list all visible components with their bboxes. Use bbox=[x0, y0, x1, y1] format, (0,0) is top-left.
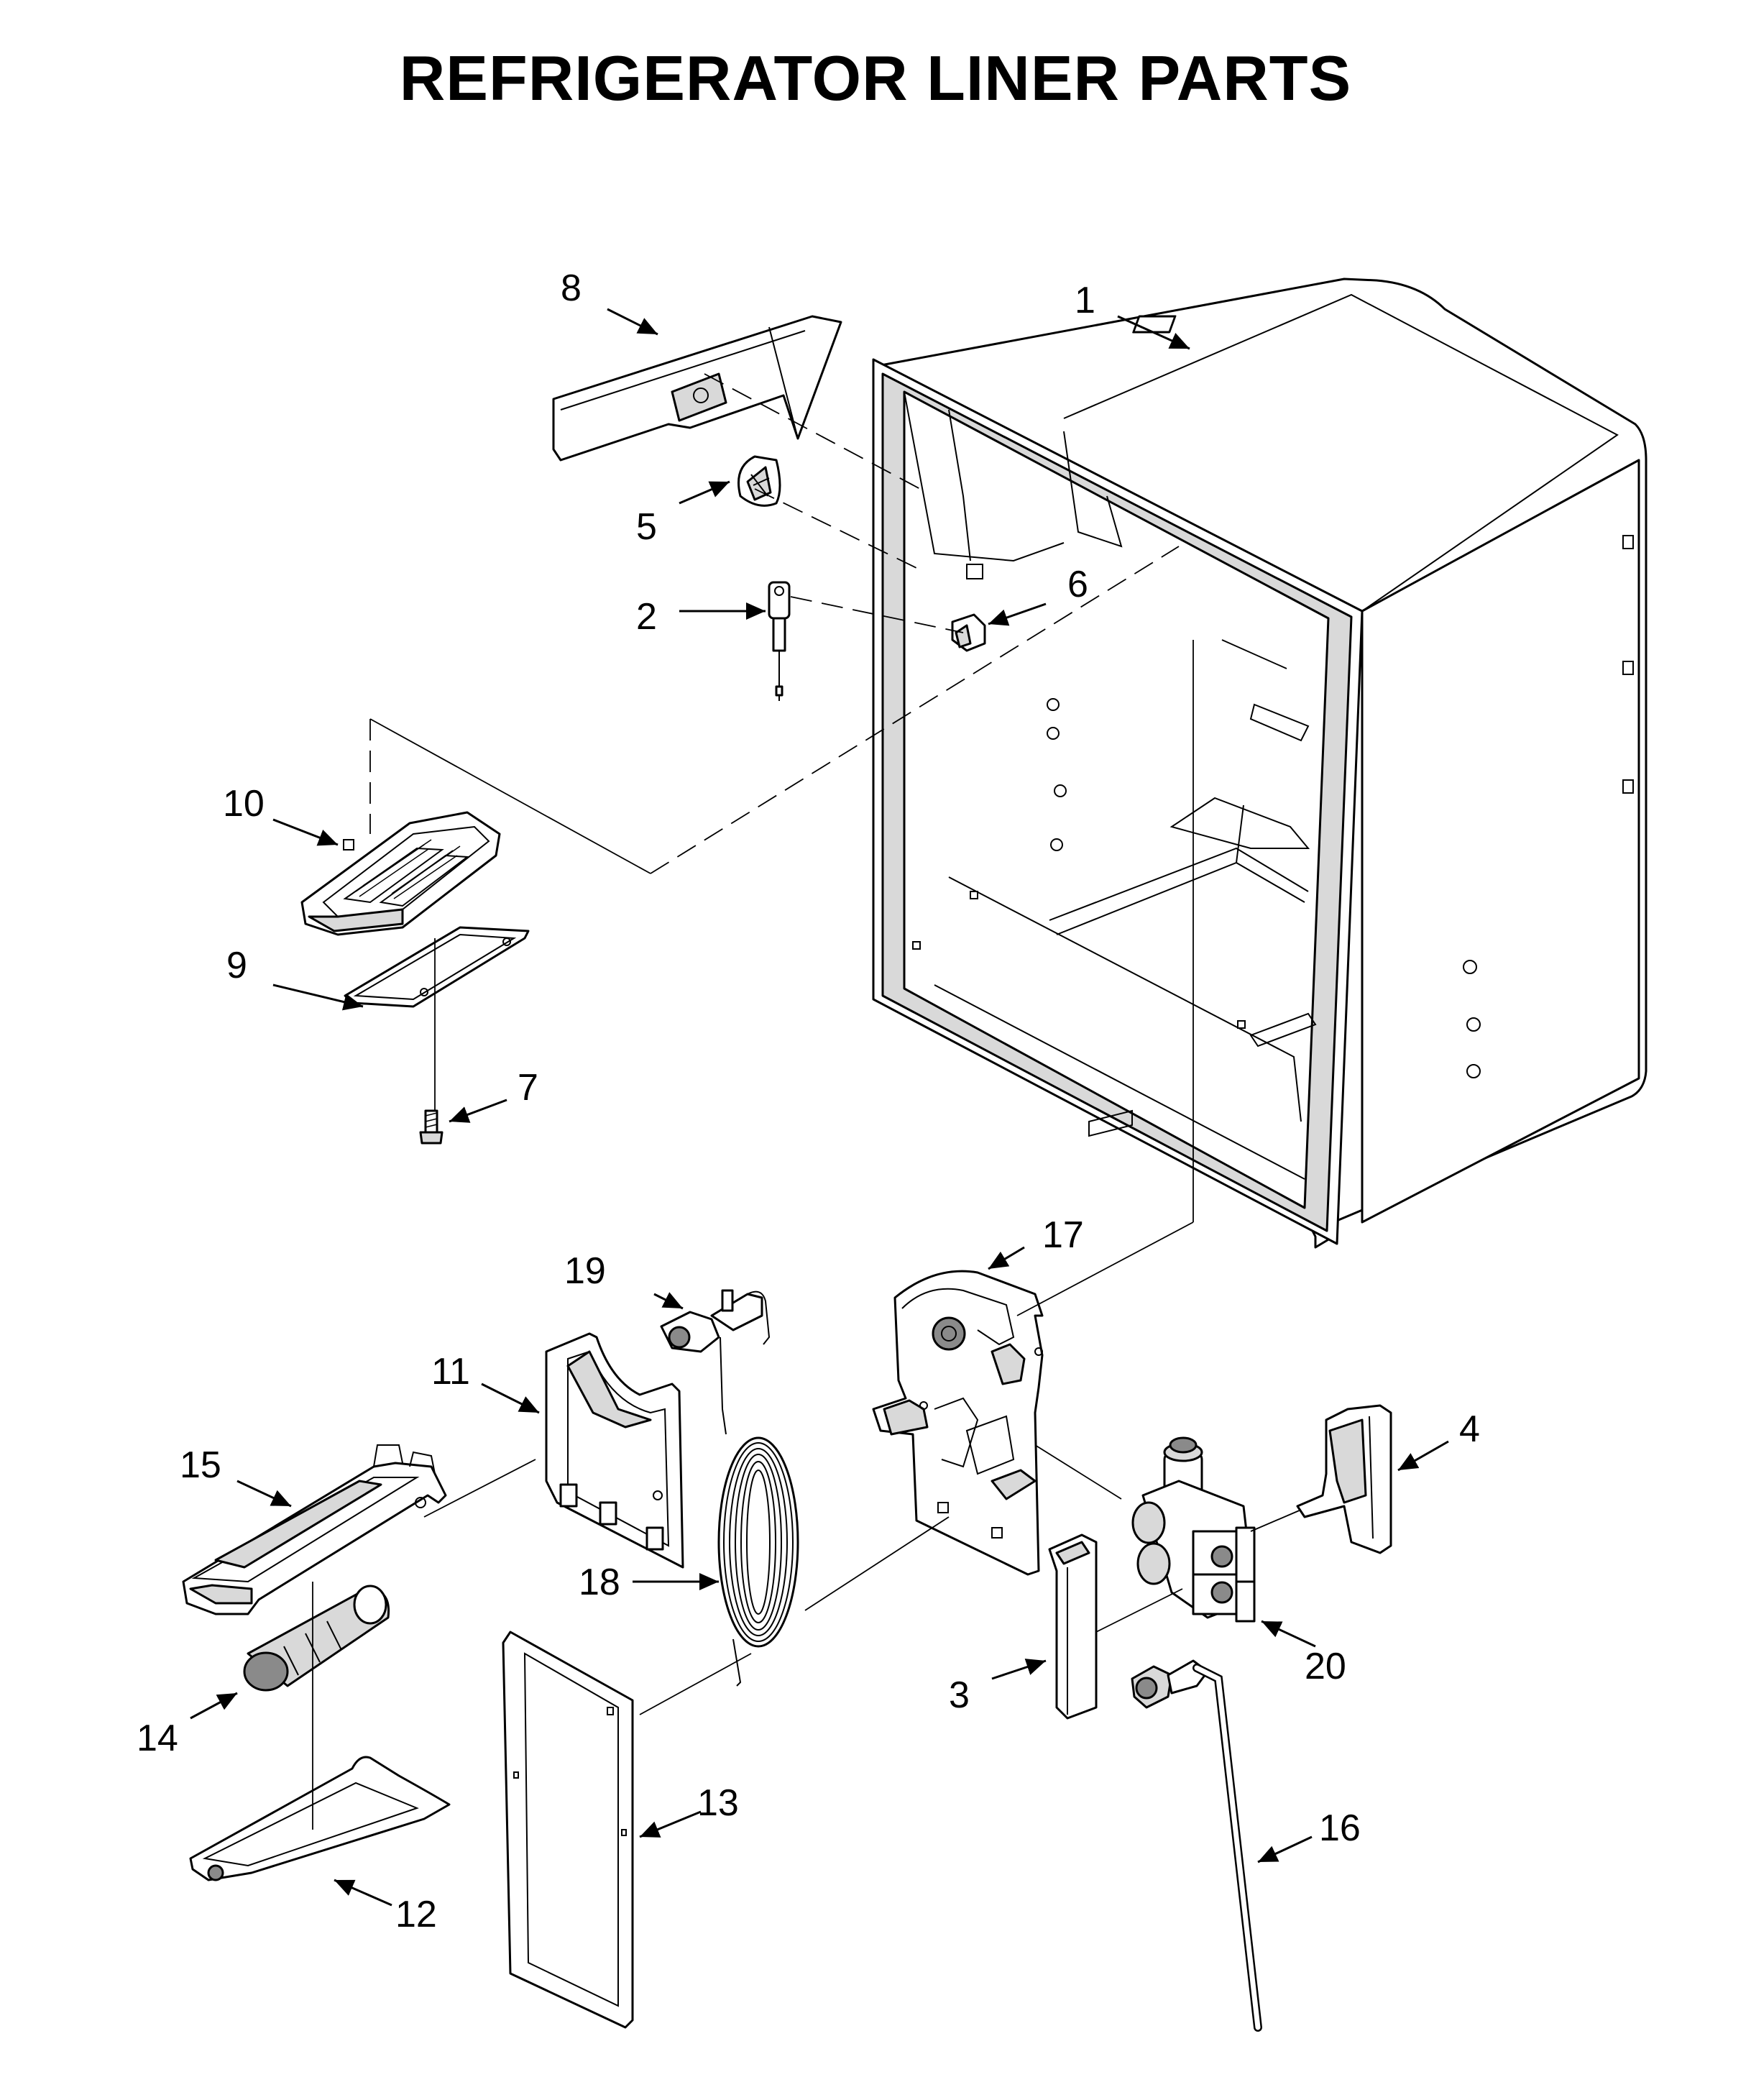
callout-20: 20 bbox=[1305, 1646, 1346, 1687]
callout-15: 15 bbox=[180, 1444, 221, 1486]
part-15-filter-housing[interactable] bbox=[182, 1444, 447, 1615]
part-9-cover-plate[interactable] bbox=[344, 926, 530, 1008]
callout-18: 18 bbox=[579, 1562, 620, 1603]
callout-3: 3 bbox=[949, 1674, 970, 1716]
part-18-coil[interactable] bbox=[717, 1336, 799, 1687]
callout-13: 13 bbox=[697, 1782, 739, 1824]
callout-4: 4 bbox=[1459, 1408, 1480, 1450]
callout-14: 14 bbox=[137, 1718, 178, 1759]
part-2-sensor[interactable] bbox=[768, 581, 791, 701]
part-5-cap[interactable] bbox=[737, 455, 781, 507]
part-6-clip[interactable] bbox=[951, 613, 986, 652]
callout-16: 16 bbox=[1319, 1807, 1361, 1849]
part-10-control-housing[interactable] bbox=[300, 811, 501, 936]
part-1-liner[interactable] bbox=[872, 278, 1647, 1249]
callout-2: 2 bbox=[636, 596, 657, 638]
callout-6: 6 bbox=[1067, 564, 1088, 605]
callout-11: 11 bbox=[431, 1351, 470, 1393]
part-19-actuator[interactable] bbox=[660, 1289, 771, 1353]
callout-12: 12 bbox=[395, 1894, 437, 1935]
part-13-panel[interactable] bbox=[502, 1631, 634, 2029]
assembly-lines bbox=[312, 373, 1302, 1830]
part-12-filter-cover[interactable] bbox=[189, 1756, 451, 1881]
page-title: REFRIGERATOR LINER PARTS bbox=[399, 42, 1352, 114]
callout-17: 17 bbox=[1042, 1214, 1084, 1256]
callout-labels: 1 2 3 4 5 6 7 8 9 10 11 12 13 14 15 16 1… bbox=[137, 267, 1480, 1935]
callout-1: 1 bbox=[1075, 280, 1095, 321]
part-4-bracket[interactable] bbox=[1296, 1404, 1392, 1554]
callout-7: 7 bbox=[518, 1067, 538, 1109]
part-20-water-valve[interactable] bbox=[1131, 1436, 1256, 1623]
callout-arrows bbox=[190, 308, 1449, 1907]
part-11-bracket[interactable] bbox=[545, 1332, 684, 1569]
callout-8: 8 bbox=[561, 267, 582, 309]
part-17-housing[interactable] bbox=[872, 1270, 1044, 1576]
part-8-chute[interactable] bbox=[552, 315, 842, 462]
part-7-screw[interactable] bbox=[419, 1109, 444, 1145]
callout-9: 9 bbox=[226, 945, 247, 986]
callout-5: 5 bbox=[636, 506, 657, 548]
part-3-bracket[interactable] bbox=[1048, 1533, 1098, 1720]
part-14-water-filter[interactable] bbox=[243, 1585, 390, 1692]
callout-19: 19 bbox=[564, 1250, 606, 1292]
callout-10: 10 bbox=[223, 783, 265, 825]
part-16-water-tube[interactable] bbox=[1131, 1659, 1262, 2032]
